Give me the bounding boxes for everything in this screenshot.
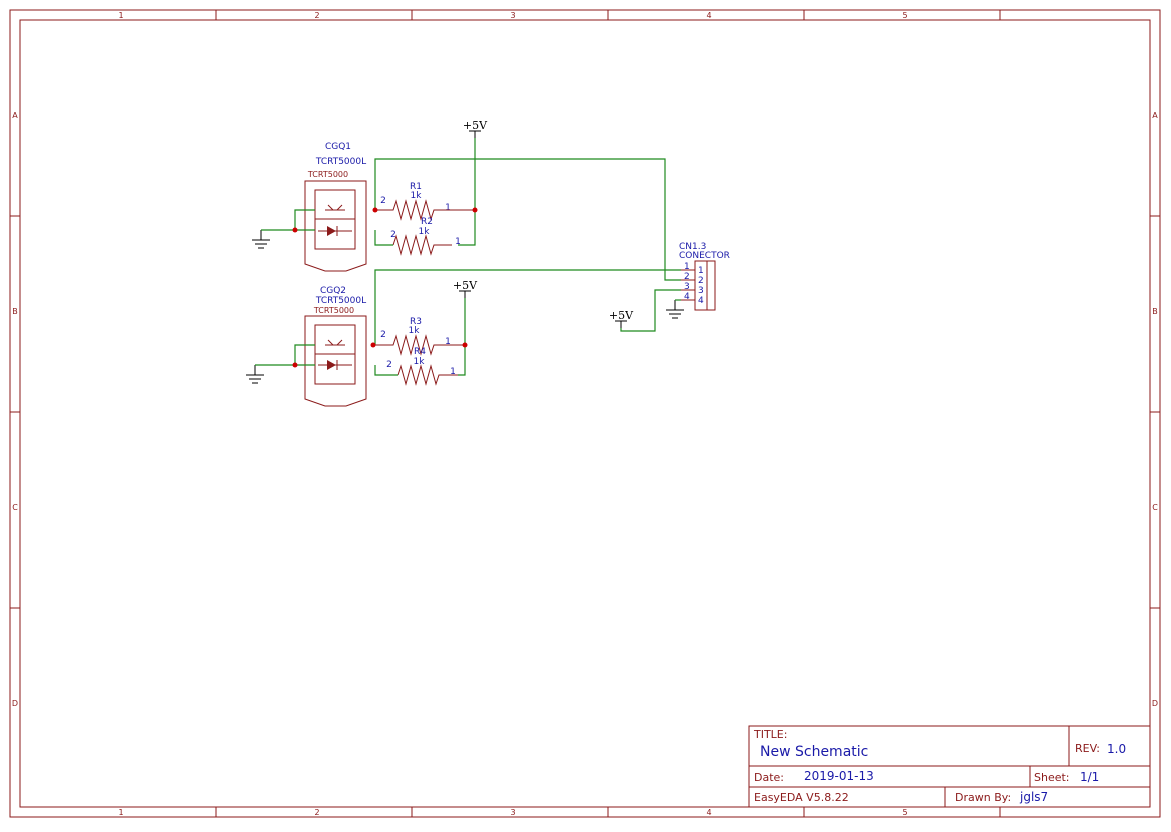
r1-pin-1: 1	[445, 203, 451, 213]
r3-designator: R3	[410, 317, 422, 327]
vcc-symbol-2[interactable]: +5V	[453, 279, 478, 298]
wires	[255, 138, 681, 376]
r4-symbol	[397, 364, 458, 386]
cgq1-footprint: TCRT5000	[307, 170, 348, 179]
cn1-pin-num-1: 1	[698, 266, 704, 276]
cgq2-footprint: TCRT5000	[313, 306, 354, 315]
r1-pin-2: 2	[380, 196, 386, 206]
rev-value[interactable]: 1.0	[1107, 742, 1126, 756]
frame-row-left-b: B	[12, 307, 18, 316]
cn1-pin-label-1: 1	[684, 262, 690, 272]
sensor-cgq2[interactable]: CGQ2 TCRT5000L TCRT5000	[304, 286, 367, 407]
frame-col-top-1: 1	[118, 11, 123, 20]
vcc-3-label: +5V	[609, 309, 634, 322]
r4-value: 1k	[414, 357, 426, 367]
frame-row-right-b: B	[1152, 307, 1158, 316]
frame-col-top-5: 5	[902, 11, 907, 20]
cgq1-value: TCRT5000L	[315, 157, 366, 167]
r1-symbol	[375, 199, 475, 221]
frame-col-top-2: 2	[314, 11, 319, 20]
frame-col-bottom-5: 5	[902, 808, 907, 817]
resistor-r2[interactable]: R2 1k 2 1	[390, 217, 461, 256]
cn1-pin-label-2: 2	[684, 272, 690, 282]
title-block: TITLE: New Schematic REV: 1.0 Date: 2019…	[748, 725, 1151, 808]
drawn-by-label: Drawn By:	[955, 791, 1011, 804]
cn1-body	[694, 260, 716, 311]
title-label: TITLE:	[753, 728, 787, 741]
cn1-pin-label-4: 4	[684, 292, 690, 302]
connector-cn1[interactable]: CN1.3 CONECTOR 1 2 3 4 1 2 3 4	[679, 242, 730, 311]
frame-row-right-d: D	[1152, 699, 1158, 708]
r4-pin-1: 1	[450, 367, 456, 377]
vcc-symbol-3[interactable]: +5V	[609, 309, 634, 328]
frame-col-bottom-3: 3	[510, 808, 515, 817]
frame-col-bottom-1: 1	[118, 808, 123, 817]
r2-pin-1: 1	[455, 237, 461, 247]
schematic-title[interactable]: New Schematic	[760, 744, 868, 760]
vcc-1-label: +5V	[463, 119, 488, 132]
cn1-designator: CN1.3	[679, 242, 706, 252]
r1-designator: R1	[410, 182, 422, 192]
sheet-value[interactable]: 1/1	[1080, 770, 1099, 784]
r3-value: 1k	[409, 326, 421, 336]
drawn-by-value[interactable]: jgls7	[1019, 790, 1048, 804]
cn1-pin-label-3: 3	[684, 282, 690, 292]
r2-designator: R2	[421, 217, 433, 227]
junctions	[292, 207, 478, 368]
r1-value: 1k	[411, 191, 423, 201]
frame-row-right-c: C	[1152, 503, 1158, 512]
sensor-cgq1[interactable]: CGQ1 TCRT5000L TCRT5000	[304, 142, 367, 272]
frame-row-right-a: A	[1152, 111, 1158, 120]
frame-row-left-d: D	[12, 699, 18, 708]
cgq2-designator: CGQ2	[320, 286, 346, 296]
frame-row-left-a: A	[12, 111, 18, 120]
cgq2-value: TCRT5000L	[315, 296, 366, 306]
ground-symbol-2[interactable]	[246, 365, 264, 384]
cn1-pin-num-4: 4	[698, 296, 704, 306]
r4-pin-2: 2	[386, 360, 392, 370]
cn1-pin-num-3: 3	[698, 286, 704, 296]
frame-col-top-4: 4	[706, 11, 711, 20]
vcc-symbol-1[interactable]: +5V	[463, 119, 488, 138]
tool-version: EasyEDA V5.8.22	[754, 791, 849, 804]
date-label: Date:	[754, 771, 784, 784]
frame-row-left-c: C	[12, 503, 18, 512]
drawing-frame: 1 2 3 4 5 1 2 3 4 5 A B C D A B C D	[9, 9, 1161, 818]
frame-col-bottom-4: 4	[706, 808, 711, 817]
resistor-r3[interactable]: R3 1k 2 1	[375, 317, 465, 356]
vcc-2-label: +5V	[453, 279, 478, 292]
cgq1-body	[304, 180, 367, 272]
rev-label: REV:	[1075, 742, 1100, 755]
r4-designator: R4	[414, 347, 426, 357]
r3-pin-1: 1	[445, 337, 451, 347]
cgq2-body	[304, 315, 367, 407]
r2-symbol	[392, 234, 452, 256]
r2-value: 1k	[419, 227, 431, 237]
r3-pin-2: 2	[380, 330, 386, 340]
resistor-r4[interactable]: R4 1k 2 1	[386, 347, 458, 386]
r2-pin-2: 2	[390, 230, 396, 240]
resistor-r1[interactable]: R1 1k 2 1	[375, 182, 475, 221]
sheet-label: Sheet:	[1034, 771, 1070, 784]
frame-col-top-3: 3	[510, 11, 515, 20]
frame-col-bottom-2: 2	[314, 808, 319, 817]
r3-symbol	[375, 334, 465, 356]
ground-symbol-3[interactable]	[666, 300, 684, 319]
date-value[interactable]: 2019-01-13	[804, 769, 874, 783]
cn1-pin-num-2: 2	[698, 276, 704, 286]
ground-symbol-1[interactable]	[252, 230, 270, 249]
cn1-value: CONECTOR	[679, 251, 730, 261]
cgq1-designator: CGQ1	[325, 142, 351, 152]
